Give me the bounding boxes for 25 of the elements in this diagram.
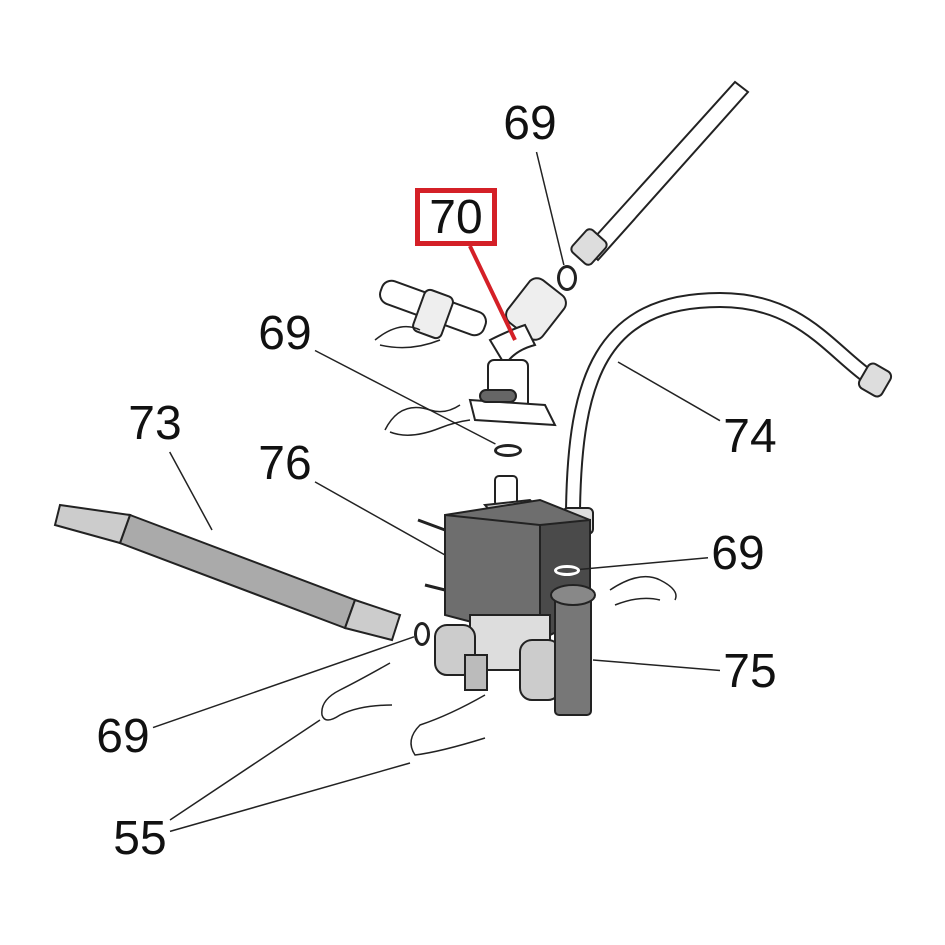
callout-number: 75 [720,646,780,700]
leader-line [468,245,517,341]
callout-number: 73 [125,398,185,452]
leader-line [170,762,410,832]
leader-line [314,481,446,556]
o-ring [414,622,430,646]
o-ring [554,565,580,576]
leader-line [618,361,720,422]
callout-number: 76 [255,438,315,492]
leader-line [152,636,414,728]
callout-number: 69 [500,98,560,152]
framed-callout-number: 70 [415,188,497,246]
leader-line [536,152,565,266]
callout-number: 69 [708,528,768,582]
callout-number: 74 [720,411,780,465]
o-ring [557,265,577,291]
leader-line [580,556,708,570]
o-ring [494,444,522,457]
callout-number: 55 [110,813,170,867]
callout-number: 69 [255,308,315,362]
callout-number: 69 [93,711,153,765]
leader-line [592,659,720,672]
leader-line [169,452,213,530]
leader-line [314,350,496,445]
leader-line [170,719,320,821]
